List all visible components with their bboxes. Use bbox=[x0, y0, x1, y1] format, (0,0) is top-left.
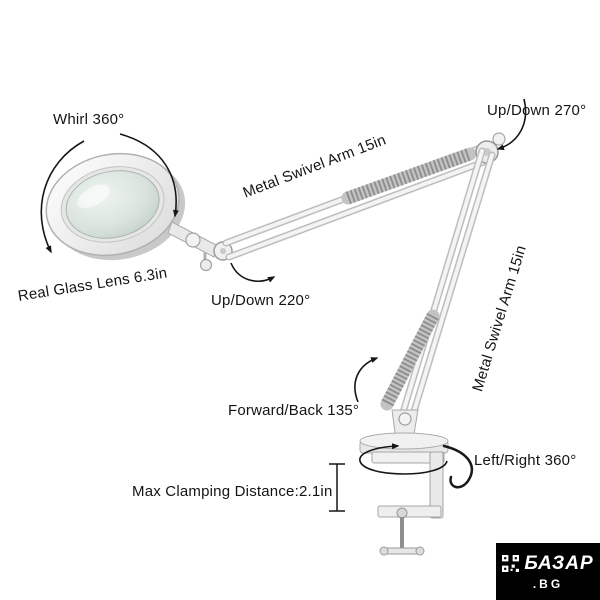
clamp-base bbox=[359, 409, 449, 556]
left-right-label: Left/Right 360° bbox=[474, 452, 577, 469]
updown-220-arrow-icon bbox=[230, 262, 276, 283]
whirl-label: Whirl 360° bbox=[53, 111, 125, 128]
whirl-arrow-right-icon bbox=[119, 133, 179, 218]
whirl-arrow-left-icon bbox=[40, 140, 85, 254]
upper-arm-spring bbox=[341, 147, 477, 205]
bazar-watermark: БАЗАР .BG bbox=[496, 543, 600, 600]
updown-270-arrow-icon bbox=[496, 98, 527, 151]
power-cable bbox=[442, 444, 474, 489]
qr-code-icon bbox=[502, 555, 520, 572]
watermark-title: БАЗАР bbox=[524, 552, 594, 574]
forward-back-label: Forward/Back 135° bbox=[228, 402, 360, 419]
updown-220-label: Up/Down 220° bbox=[211, 292, 311, 309]
clamping-distance-indicator bbox=[329, 463, 345, 512]
head-bracket bbox=[167, 221, 219, 272]
updown-270-label: Up/Down 270° bbox=[487, 102, 587, 119]
lower-arm bbox=[394, 147, 496, 435]
max-clamping-label: Max Clamping Distance:2.1in bbox=[132, 483, 333, 500]
forward-back-arrow-icon bbox=[354, 357, 379, 403]
watermark-subtitle: .BG bbox=[532, 576, 564, 591]
annotation-arrows bbox=[40, 98, 527, 475]
magnifier-head bbox=[45, 152, 186, 261]
left-right-arrow-icon bbox=[359, 443, 448, 475]
glass-lens bbox=[65, 170, 160, 239]
lower-arm-spring bbox=[380, 309, 440, 411]
